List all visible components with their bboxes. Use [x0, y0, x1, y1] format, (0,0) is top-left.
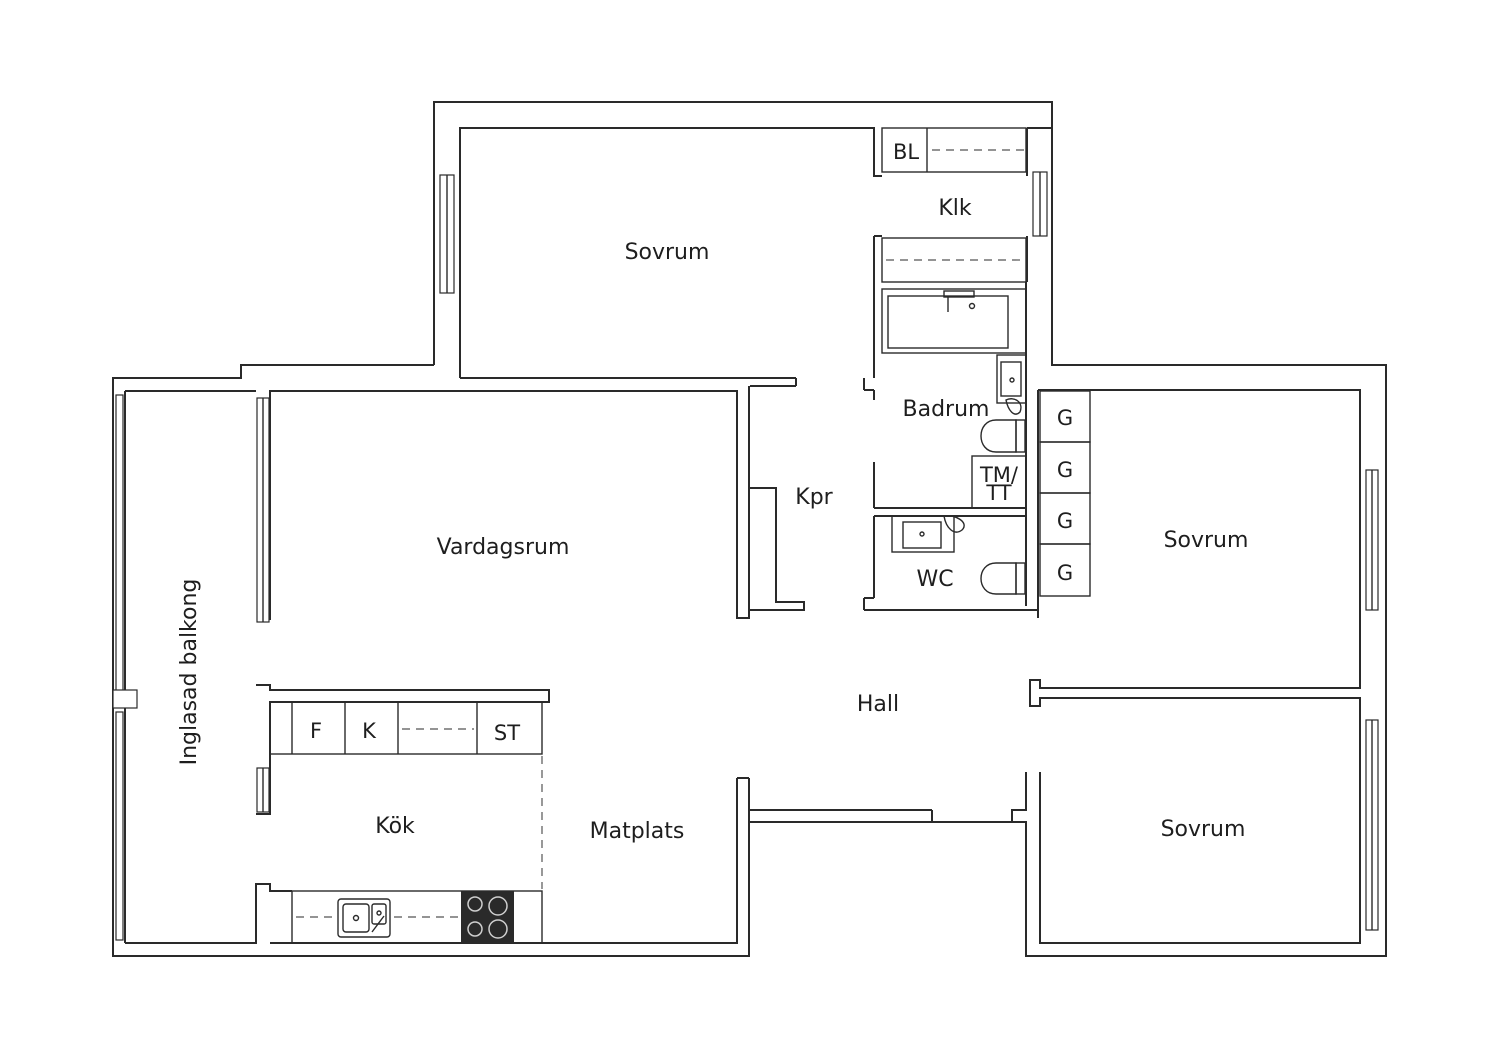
- label-tm: TM/: [979, 463, 1019, 487]
- kitchen-upper-row: [269, 701, 543, 889]
- outer-walls: [112, 101, 1387, 957]
- room-label-sovrum-right: Sovrum: [1164, 528, 1249, 553]
- bl-closet: [881, 127, 1027, 173]
- cabinet-label: ST: [494, 721, 520, 745]
- wardrobe-label: G: [1057, 406, 1073, 430]
- room-label-wc: WC: [916, 567, 953, 592]
- room-label-hall: Hall: [857, 692, 899, 717]
- label-tt: TT: [985, 481, 1011, 505]
- room-label-sovrum-bottom: Sovrum: [1161, 817, 1246, 842]
- room-label-sovrum-top: Sovrum: [625, 240, 710, 265]
- label-bl: BL: [893, 140, 919, 164]
- wardrobe-label: G: [1057, 458, 1073, 482]
- washer-dryer: [971, 455, 1027, 509]
- windows: [112, 171, 1379, 941]
- klk-closet: [881, 237, 1027, 283]
- bathtub: [881, 288, 1027, 354]
- kitchen-sink: [337, 898, 391, 938]
- room-label-kpr: Kpr: [795, 485, 833, 510]
- wc-toilet: [980, 562, 1026, 595]
- kitchen-counter: [291, 890, 543, 944]
- room-label-kok: Kök: [375, 814, 415, 839]
- wardrobe-label: G: [1057, 561, 1073, 585]
- room-label-vardagsrum: Vardagsrum: [437, 535, 570, 560]
- wardrobes: [1039, 390, 1091, 597]
- freezer-label: K: [362, 719, 377, 743]
- bathroom-sink: [996, 354, 1027, 415]
- room-label-klk: Klk: [938, 196, 972, 221]
- bathroom-toilet: [980, 419, 1026, 453]
- wc-sink: [891, 515, 965, 553]
- stove: [461, 891, 514, 943]
- room-label-balkong: Inglasad balkong: [177, 579, 202, 766]
- room-label-matplats: Matplats: [590, 819, 685, 844]
- room-label-badrum: Badrum: [903, 397, 990, 422]
- wardrobe-label: G: [1057, 509, 1073, 533]
- fridge-label: F: [310, 719, 322, 743]
